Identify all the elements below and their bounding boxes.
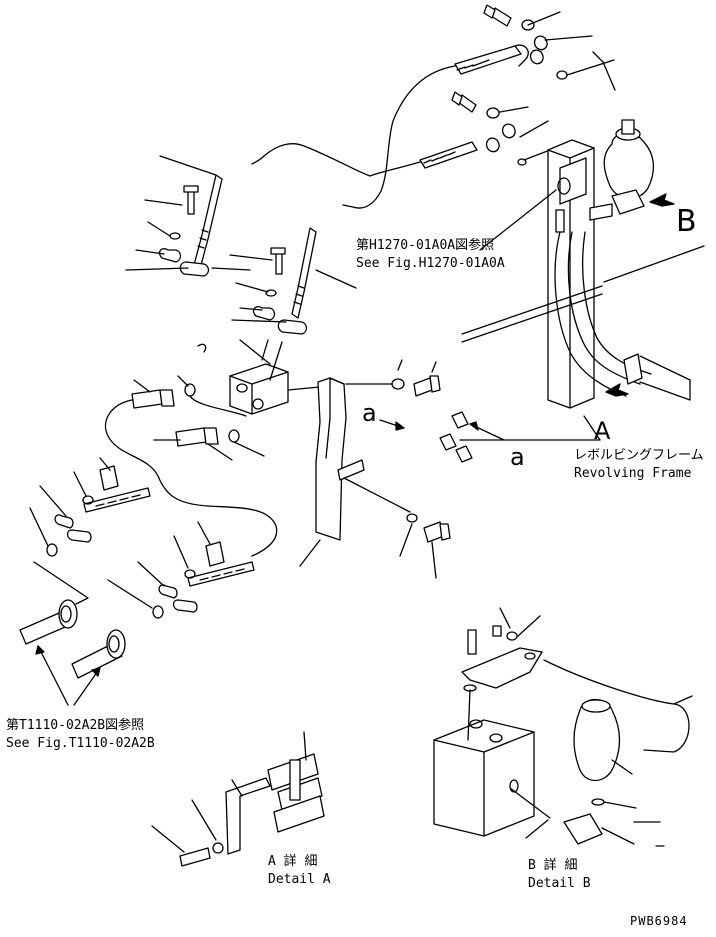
detail-a-drawing bbox=[151, 731, 325, 867]
left-hose-group bbox=[125, 155, 357, 365]
ref-h1270-jp: 第H1270-01A0A図参照 bbox=[356, 238, 495, 253]
callout-A: A bbox=[594, 417, 611, 445]
callout-B: B bbox=[676, 204, 697, 239]
lower-left-hoses bbox=[29, 457, 255, 619]
center-block bbox=[197, 339, 331, 415]
revolving-frame-assembly bbox=[459, 119, 705, 441]
detail-b-jp: B 詳 細 bbox=[528, 858, 578, 873]
upper-hose-assembly bbox=[419, 4, 615, 169]
lower-pipes bbox=[19, 599, 126, 706]
hose-lines bbox=[251, 51, 616, 209]
ref-t1110-en: See Fig.T1110-02A2B bbox=[6, 736, 155, 751]
detail-b-drawing bbox=[433, 607, 693, 847]
detail-b-en: Detail B bbox=[528, 876, 591, 891]
ref-t1110-jp: 第T1110-02A2B図参照 bbox=[6, 718, 145, 733]
detail-a-en: Detail A bbox=[268, 872, 331, 887]
callout-a-upper: a bbox=[362, 399, 377, 427]
callout-a-lower: a bbox=[510, 443, 525, 471]
drawing-number: PWB6984 bbox=[630, 914, 688, 928]
left-connectors bbox=[104, 375, 278, 557]
detail-a-jp: A 詳 細 bbox=[268, 854, 318, 869]
pins bbox=[439, 411, 505, 463]
frame-label-jp: レボルビングフレーム bbox=[574, 448, 704, 463]
frame-label-en: Revolving Frame bbox=[574, 466, 692, 481]
center-bracket bbox=[299, 359, 451, 579]
ref-h1270-en: See Fig.H1270-01A0A bbox=[356, 256, 505, 271]
